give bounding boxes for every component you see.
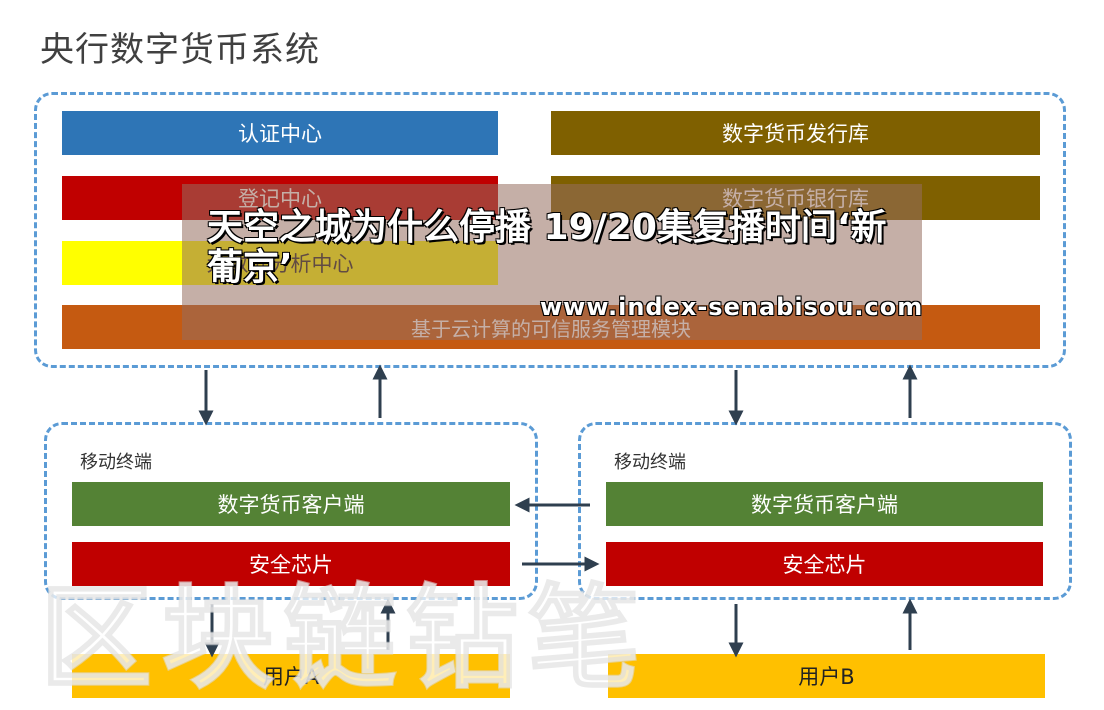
terminal-a-chip-bar: 安全芯片 (72, 542, 510, 586)
terminal-a-client-bar: 数字货币客户端 (72, 482, 510, 526)
ad-overlay-panel (182, 184, 922, 340)
issuance-vault-bar: 数字货币发行库 (551, 111, 1040, 155)
terminal-a-label: 移动终端 (80, 452, 152, 473)
watermark-text: 区块链钻笔 (39, 573, 650, 705)
terminal-a-box (44, 422, 538, 600)
terminal-b-chip-bar: 安全芯片 (606, 542, 1043, 586)
ad-overlay-headline: 天空之城为什么停播 19/20集复播时间‘新葡京’ (207, 207, 887, 288)
terminal-b-label: 移动终端 (614, 452, 686, 473)
user-b-bar: 用户B (608, 654, 1045, 698)
terminal-b-client-bar: 数字货币客户端 (606, 482, 1043, 526)
page-title: 央行数字货币系统 (40, 30, 320, 70)
auth-center-bar: 认证中心 (62, 111, 498, 155)
user-a-bar: 用户A (72, 654, 510, 698)
terminal-b-box (578, 422, 1072, 600)
ad-overlay-url: www.index-senabisou.com (540, 293, 924, 321)
central-bank-box (34, 92, 1066, 368)
